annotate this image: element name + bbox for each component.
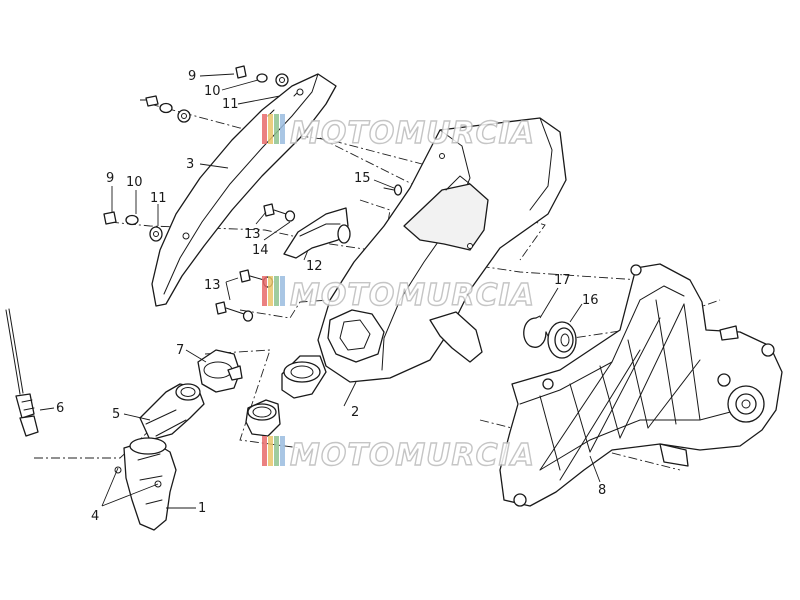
watermark-text-top: MOTOMURCIA (290, 116, 535, 151)
callout-13-lower: 13 (204, 278, 221, 293)
callout-17: 17 (554, 273, 571, 288)
bearing (547, 321, 577, 359)
probe-sensor (5, 308, 39, 437)
callout-10-left: 10 (126, 175, 143, 190)
watermark-bottom: MOTOMURCIA (262, 436, 535, 474)
callout-labels: 1 2 3 4 5 6 7 8 9 10 11 9 10 11 12 13 13… (56, 69, 606, 524)
callout-16: 16 (582, 293, 599, 308)
leader-lines (39, 73, 601, 509)
callout-1: 1 (198, 501, 206, 516)
callout-8: 8 (598, 483, 606, 498)
mid-fasteners (103, 211, 163, 242)
callout-6: 6 (56, 401, 64, 416)
muffler-bracket (283, 207, 351, 259)
callout-15: 15 (354, 171, 371, 186)
callout-13-upper: 13 (244, 227, 261, 242)
exhaust-pipe (114, 437, 177, 531)
callout-12: 12 (306, 259, 323, 274)
callout-3: 3 (186, 157, 194, 172)
callout-7: 7 (176, 343, 184, 358)
pipe-connector (139, 383, 205, 441)
callout-11-left: 11 (150, 191, 167, 206)
callout-5: 5 (112, 407, 120, 422)
top-fasteners (145, 65, 289, 123)
gaskets (245, 355, 327, 437)
callout-9-top: 9 (188, 69, 196, 84)
clamp (197, 349, 243, 393)
heat-shield (151, 73, 337, 307)
muffler (317, 117, 567, 383)
callout-4: 4 (91, 509, 99, 524)
callout-2: 2 (351, 405, 359, 420)
circlip (523, 315, 549, 348)
bolt-15 (383, 184, 403, 196)
watermark-text-bottom: MOTOMURCIA (290, 438, 535, 473)
watermark-text-middle: MOTOMURCIA (290, 278, 535, 313)
callout-9-left: 9 (106, 171, 114, 186)
swing-arm (499, 263, 783, 507)
callout-10-top: 10 (204, 84, 221, 99)
callout-11-top: 11 (222, 97, 239, 112)
watermark-middle: MOTOMURCIA (262, 276, 535, 314)
watermark-top: MOTOMURCIA (262, 114, 535, 152)
callout-14: 14 (252, 243, 269, 258)
